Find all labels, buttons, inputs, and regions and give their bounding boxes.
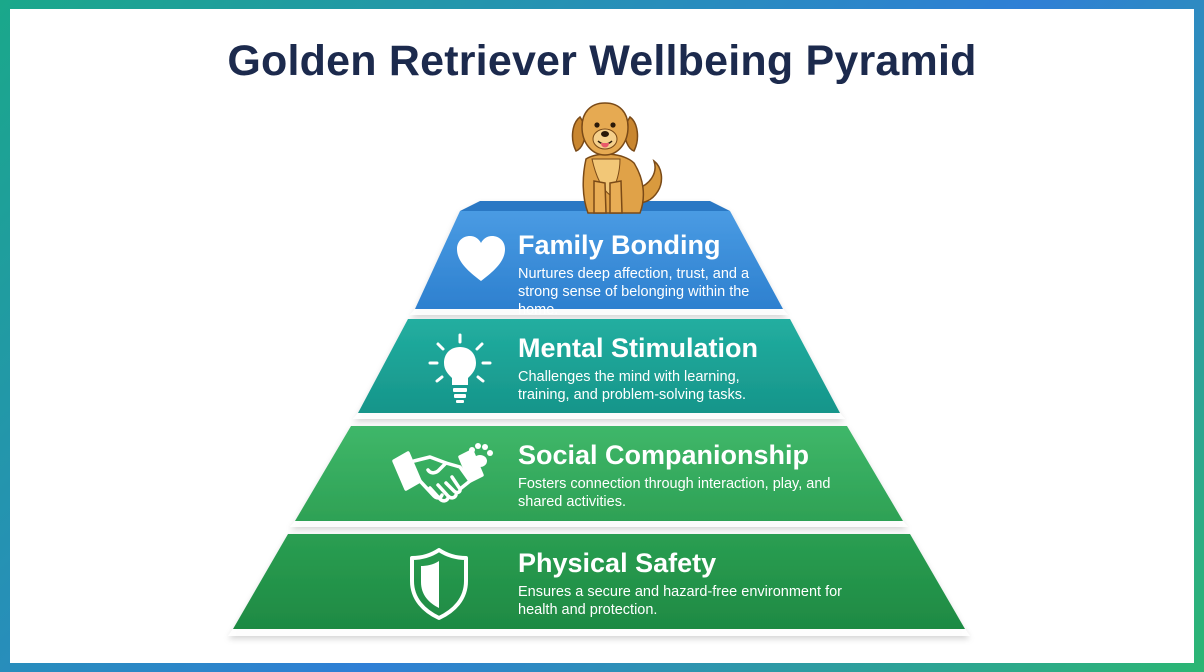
- tier-heading: Mental Stimulation: [518, 333, 759, 363]
- tier-description: Nurtures deep affection, trust, and a st…: [518, 266, 750, 318]
- tier-mental-stimulation: [353, 319, 845, 419]
- golden-retriever-illustration: [571, 102, 663, 214]
- mental-stimulation-text: Mental Stimulation Challenges the mind w…: [518, 332, 778, 404]
- tier-description: Challenges the mind with learning, train…: [518, 369, 747, 403]
- tier-heading: Physical Safety: [518, 548, 717, 578]
- tier-description: Fosters connection through interaction, …: [518, 476, 831, 510]
- lightbulb-icon: [428, 333, 492, 403]
- pyramid-card: Golden Retriever Wellbeing Pyramid: [10, 9, 1194, 663]
- physical-safety-text: Physical Safety Ensures a secure and haz…: [518, 547, 858, 619]
- tier-description: Ensures a secure and hazard-free environ…: [518, 584, 843, 618]
- heart-icon: [457, 236, 505, 281]
- paw-icon: [469, 443, 493, 467]
- shield-icon: [410, 548, 468, 620]
- social-companionship-text: Social Companionship Fosters connection …: [518, 439, 848, 511]
- handshake-paw-icon: [392, 443, 493, 503]
- family-bonding-text: Family Bonding Nurtures deep affection, …: [518, 229, 788, 319]
- page-title: Golden Retriever Wellbeing Pyramid: [227, 37, 977, 85]
- tier-heading: Social Companionship: [518, 440, 810, 470]
- tier-heading: Family Bonding: [518, 230, 721, 260]
